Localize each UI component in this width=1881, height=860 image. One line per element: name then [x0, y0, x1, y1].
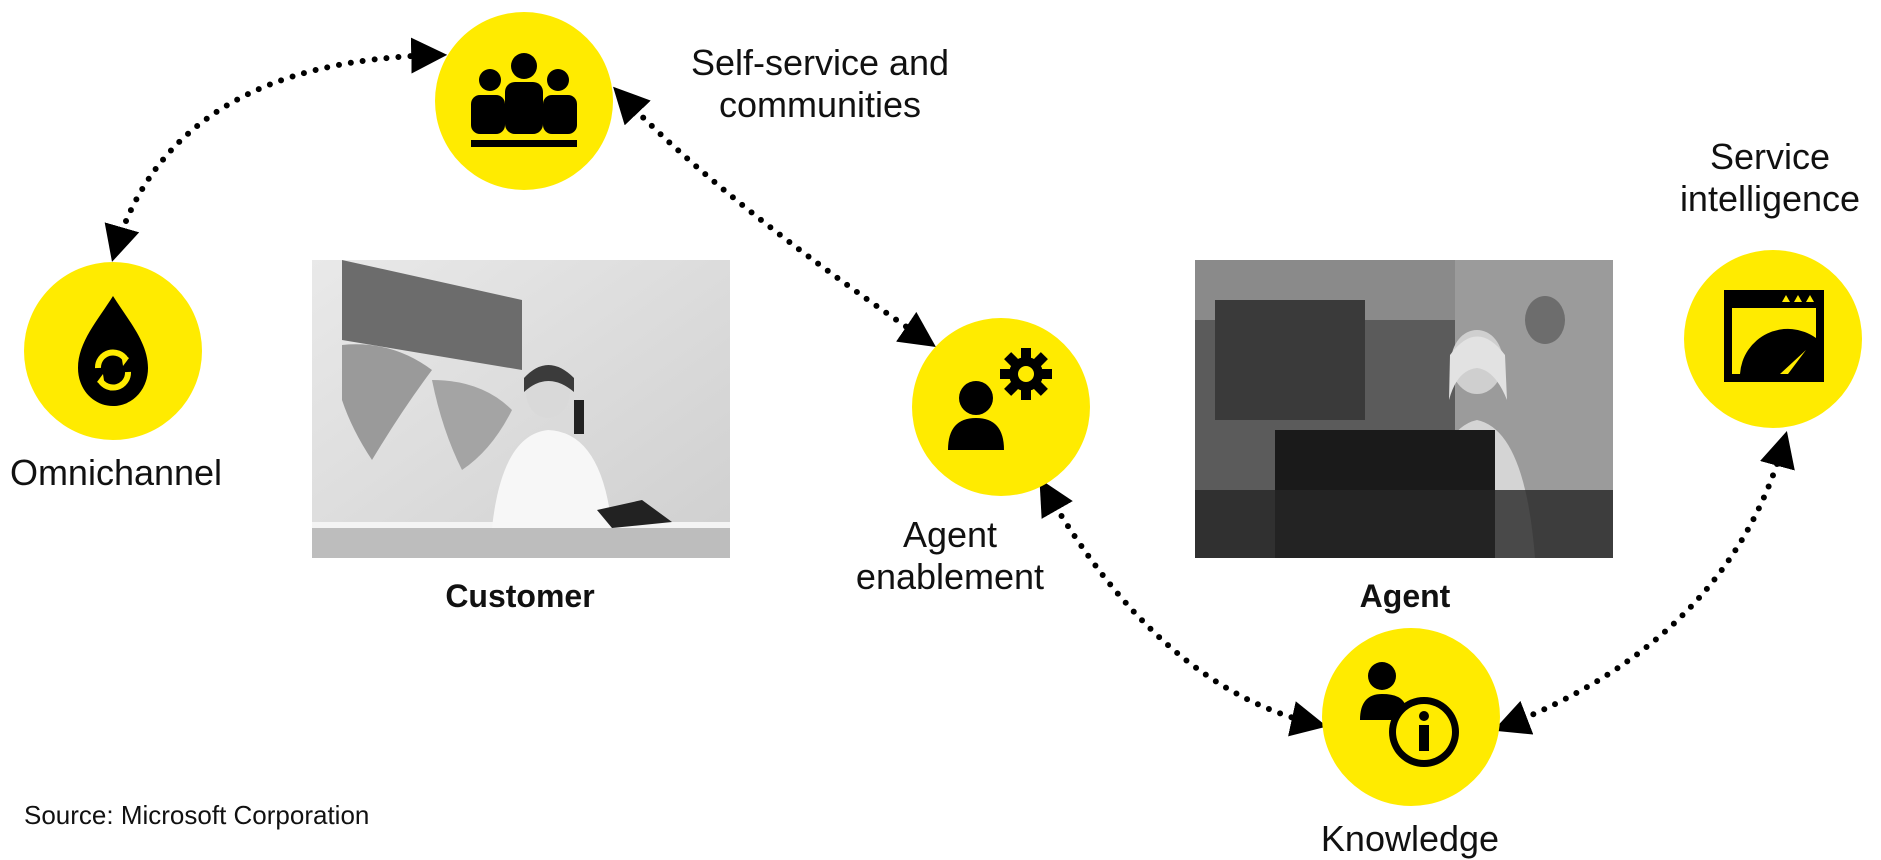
omnichannel-label: Omnichannel [9, 452, 223, 493]
customer-photo [312, 260, 730, 558]
customer-caption: Customer [445, 578, 595, 614]
self-service-label: Self-service and communities [690, 42, 950, 125]
agent-photo [1195, 260, 1613, 558]
agent-caption: Agent [1359, 578, 1451, 614]
service-intelligence-label: Service intelligence [1679, 136, 1861, 219]
person-info-icon [1360, 662, 1459, 767]
connector-selfservice-agentenablement [613, 86, 936, 348]
source-note: Source: Microsoft Corporation [24, 800, 370, 830]
knowledge-node [1322, 628, 1500, 806]
connector-agentenablement-knowledge [1039, 478, 1328, 737]
people-group-icon [471, 53, 577, 147]
drop-sync-icon [78, 296, 148, 406]
gauge-dashboard-icon [1724, 290, 1824, 382]
self-service-node [435, 12, 613, 190]
agent-enablement-node [912, 318, 1090, 496]
knowledge-label: Knowledge [1320, 818, 1500, 859]
service-intelligence-node [1684, 250, 1862, 428]
agent-enablement-label: Agent enablement [855, 514, 1045, 597]
connector-omnichannel-selfservice [104, 37, 448, 262]
person-gear-icon [948, 348, 1052, 450]
omnichannel-node [24, 262, 202, 440]
